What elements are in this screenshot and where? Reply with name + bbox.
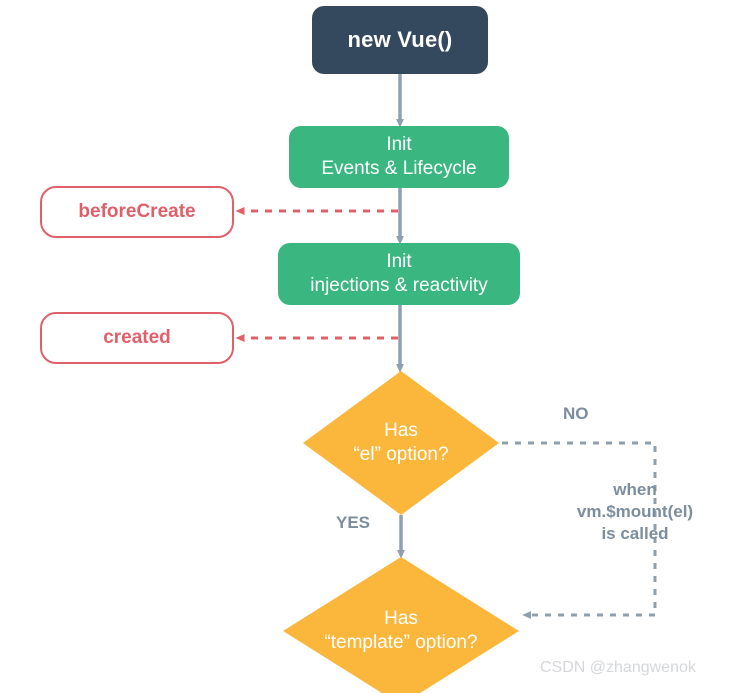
node-decision-has-template-option-text: Has “template” option? <box>283 557 519 693</box>
node-init-injections-reactivity-line1: Init <box>386 251 412 273</box>
node-hook-before-create[interactable]: beforeCreate <box>40 186 234 238</box>
node-init-injections-reactivity-line2: injections & reactivity <box>310 275 488 296</box>
edge-note-mount-called: when vm.$mount(el) is called <box>570 479 700 545</box>
edge-note-mount-called-line1: when <box>613 480 657 499</box>
edge-label-yes: YES <box>336 513 371 532</box>
edge-note-mount-called-line2: vm.$mount(el) <box>576 502 694 522</box>
watermark-text: CSDN @zhangwenok <box>540 659 696 676</box>
node-decision-has-el-option-line2: “el” option? <box>353 444 449 465</box>
edge-label-no: NO <box>563 404 589 423</box>
node-init-events-lifecycle[interactable]: Init Events & Lifecycle <box>289 126 509 188</box>
node-init-events-lifecycle-line1: Init <box>386 134 412 156</box>
node-new-vue[interactable]: new Vue() <box>312 6 488 74</box>
node-decision-has-template-option-line2: “template” option? <box>324 632 478 653</box>
edge-decision-el-no <box>502 441 657 619</box>
node-decision-has-template-option[interactable]: Has “template” option? <box>283 557 519 693</box>
node-decision-has-template-option-line1: Has <box>384 608 418 630</box>
node-hook-created-label: created <box>103 327 171 348</box>
node-init-events-lifecycle-line2: Events & Lifecycle <box>321 158 477 179</box>
node-decision-has-el-option-text: Has “el” option? <box>303 371 499 515</box>
node-init-injections-reactivity[interactable]: Init injections & reactivity <box>278 243 520 305</box>
node-hook-before-create-label: beforeCreate <box>78 201 196 222</box>
node-init-injections-reactivity-text: Init injections & reactivity <box>310 250 487 298</box>
node-decision-has-el-option-line1: Has <box>384 420 418 442</box>
edge-note-mount-called-line3: is called <box>601 524 669 544</box>
node-new-vue-label: new Vue() <box>347 27 453 52</box>
node-init-events-lifecycle-text: Init Events & Lifecycle <box>321 133 476 181</box>
node-decision-has-el-option[interactable]: Has “el” option? <box>303 371 499 515</box>
node-hook-created[interactable]: created <box>40 312 234 364</box>
